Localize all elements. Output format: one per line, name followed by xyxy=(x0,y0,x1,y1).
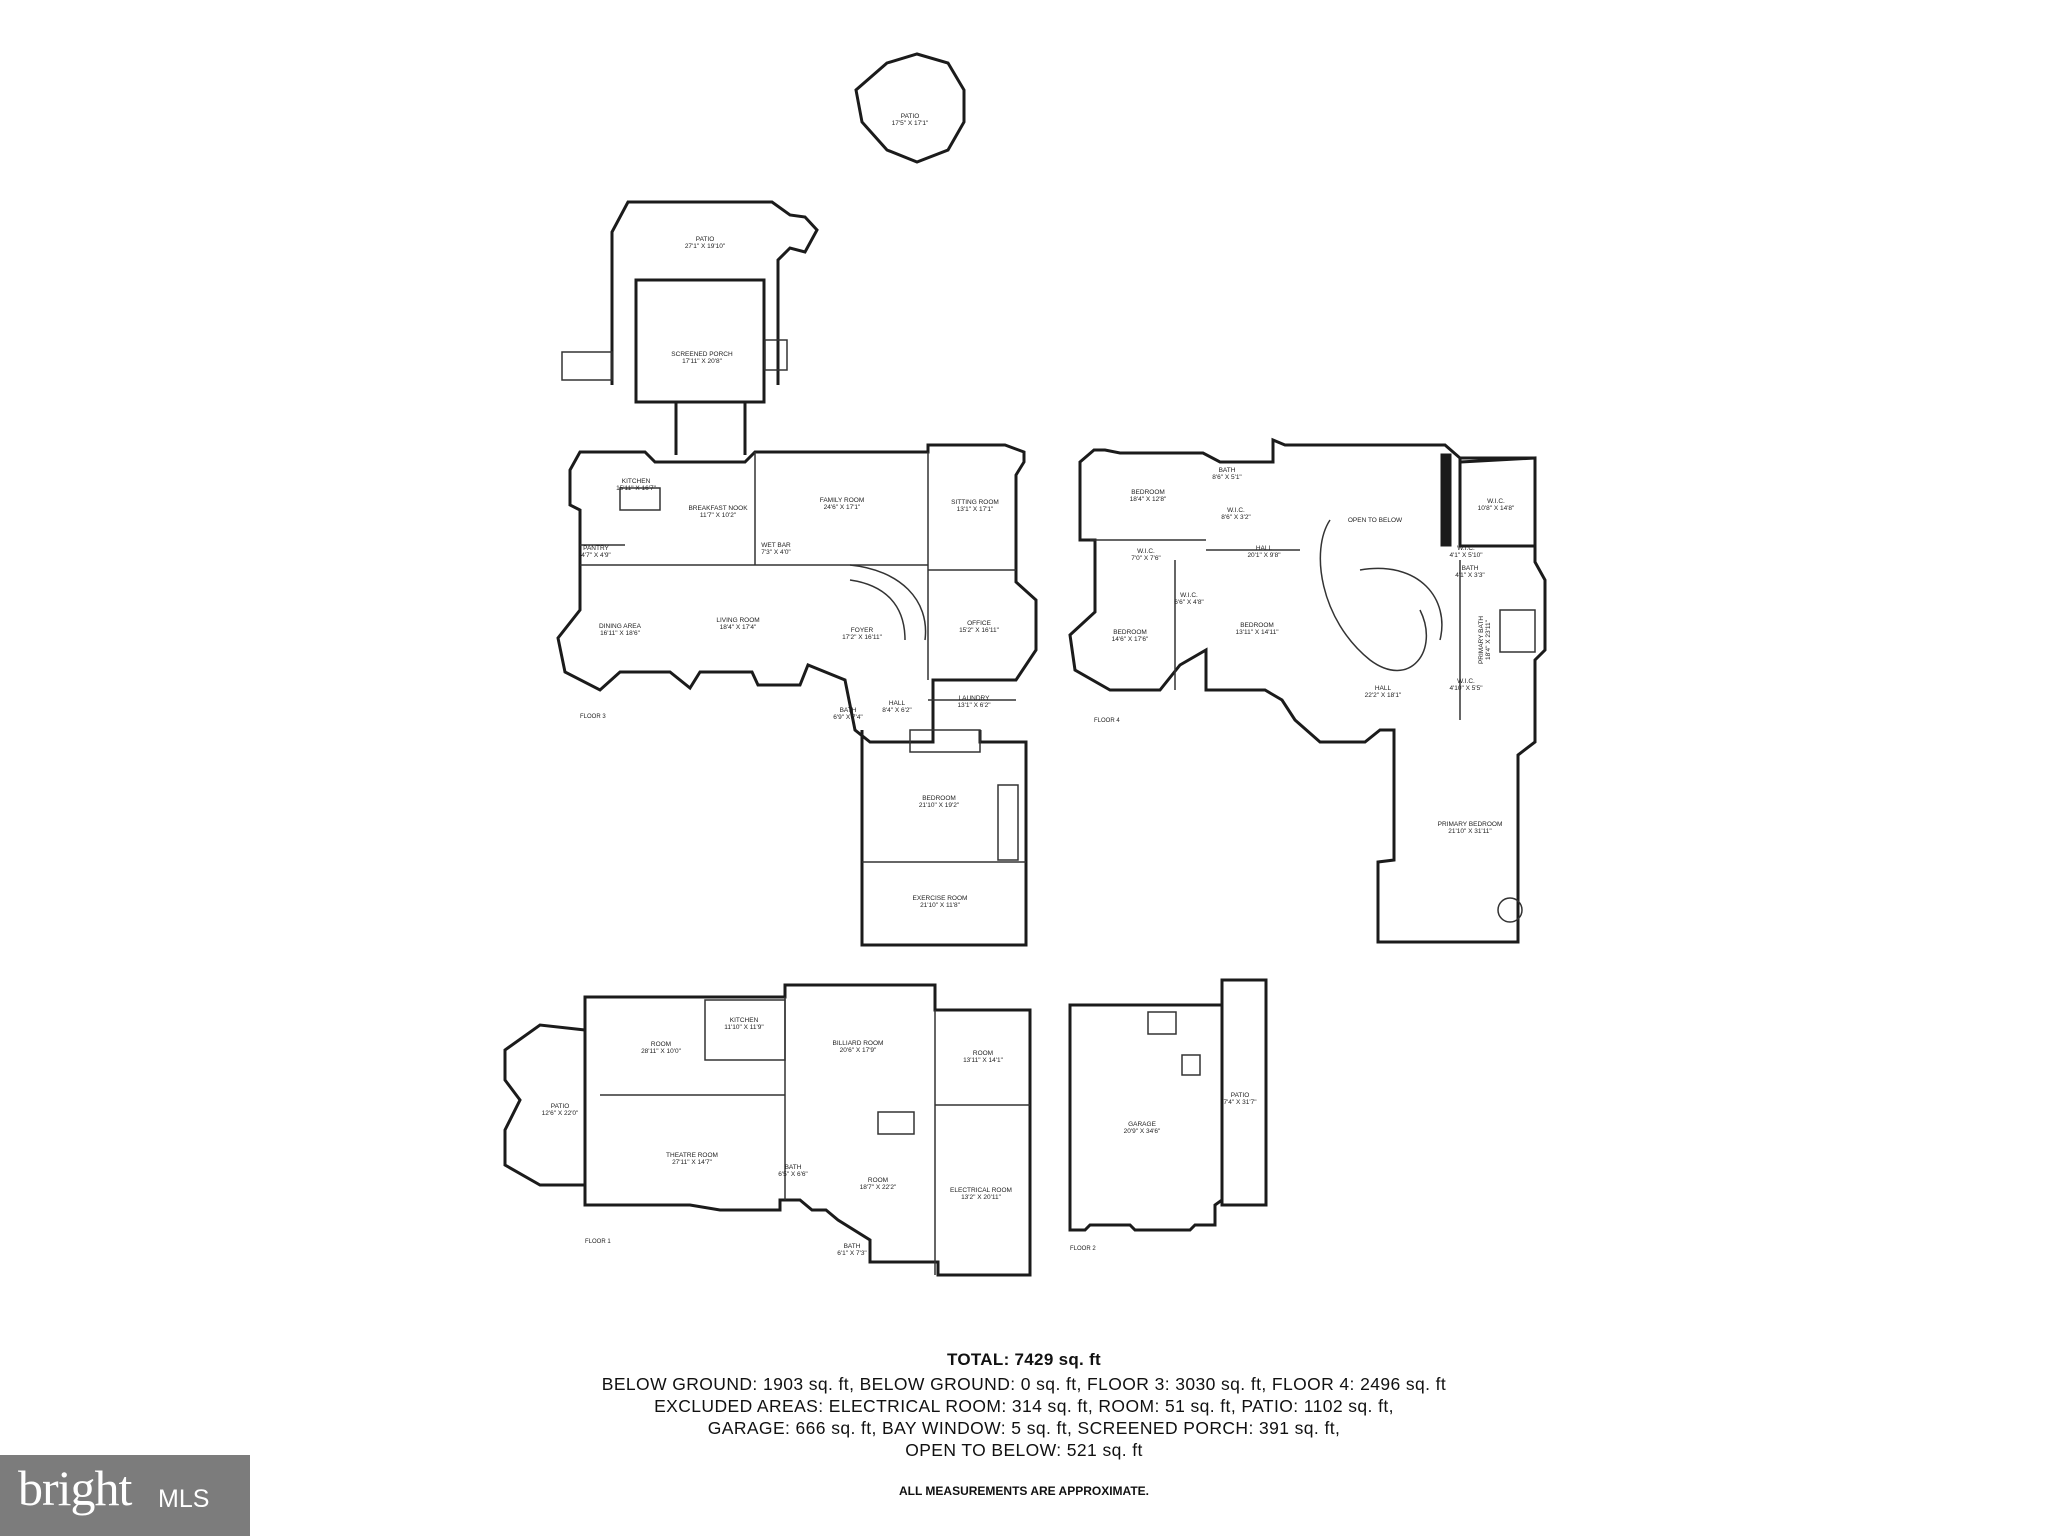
label-wic-primary: W.I.C.10'8" X 14'8" xyxy=(1478,498,1515,512)
floor1-main-outline xyxy=(583,983,1032,1277)
logo-brand-text: bright xyxy=(18,1460,132,1516)
screened-porch-outline xyxy=(634,278,766,404)
floor3-curved-stair-inner xyxy=(849,579,906,641)
floor4-label: FLOOR 4 xyxy=(1094,718,1120,724)
label-primary-bath: PRIMARY BATH18'4" X 23'11" xyxy=(1478,616,1492,664)
garage-outline xyxy=(1068,1003,1224,1232)
floor4-main-outline xyxy=(1068,437,1547,944)
lower-wing-closet xyxy=(997,784,1019,861)
floor2-label: FLOOR 2 xyxy=(1070,1246,1096,1252)
kitchen-island xyxy=(619,487,661,511)
approximate-note: ALL MEASUREMENTS ARE APPROXIMATE. xyxy=(898,1484,1149,1498)
garage-patio-outline xyxy=(1220,978,1268,1207)
primary-bath-tub xyxy=(1499,609,1536,653)
floor4-curved-walkway xyxy=(1319,519,1428,672)
label-open-to-below: OPEN TO BELOW xyxy=(1348,517,1403,524)
floor4-curved-stair xyxy=(1359,567,1443,641)
floor1-label: FLOOR 1 xyxy=(585,1239,611,1245)
floor4-dark-wall xyxy=(1440,453,1452,547)
total-area: TOTAL: 7429 sq. ft xyxy=(946,1350,1102,1369)
floor1-patio-outline xyxy=(503,1023,586,1187)
label-wic-up2: W.I.C.7'0" X 7'6" xyxy=(1131,548,1161,562)
lower-wing-stair xyxy=(909,729,981,753)
logo-mls-text: MLS xyxy=(158,1485,210,1513)
garage-equipment xyxy=(1181,1054,1201,1076)
patio-top-outline xyxy=(610,200,819,385)
porch-stairs-right xyxy=(764,339,788,371)
floor1-stair xyxy=(877,1111,915,1135)
porch-stairs-left xyxy=(561,351,613,381)
area-breakdown-line-4: OPEN TO BELOW: 521 sq. ft xyxy=(905,1440,1143,1460)
garage-stair xyxy=(1147,1011,1177,1035)
bright-mls-logo: bright MLS xyxy=(0,1455,250,1536)
label-wic-up4: W.I.C.6'6" X 4'8" xyxy=(1174,592,1204,606)
floor3-label: FLOOR 3 xyxy=(580,714,606,720)
label-wic-up1: W.I.C.8'6" X 3'2" xyxy=(1221,507,1251,521)
area-breakdown-line-1: BELOW GROUND: 1903 sq. ft, BELOW GROUND:… xyxy=(601,1374,1447,1394)
label-wic-up5: W.I.C.4'10" X 5'5" xyxy=(1449,678,1483,692)
area-breakdown-line-3: GARAGE: 666 sq. ft, BAY WINDOW: 5 sq. ft… xyxy=(707,1418,1341,1438)
floor3-lower-wing-outline xyxy=(860,730,1028,947)
floor3-curved-stair xyxy=(849,564,927,641)
label-wic-up3: W.I.C.4'1" X 5'10" xyxy=(1449,545,1483,559)
spiral-stair xyxy=(1497,897,1523,923)
floor4-wic-block xyxy=(1458,456,1537,548)
floor1-kitchen-counter xyxy=(704,999,786,1061)
area-breakdown-line-2: EXCLUDED AREAS: ELECTRICAL ROOM: 314 sq.… xyxy=(654,1396,1394,1416)
patio-octagon-outline xyxy=(854,52,966,164)
